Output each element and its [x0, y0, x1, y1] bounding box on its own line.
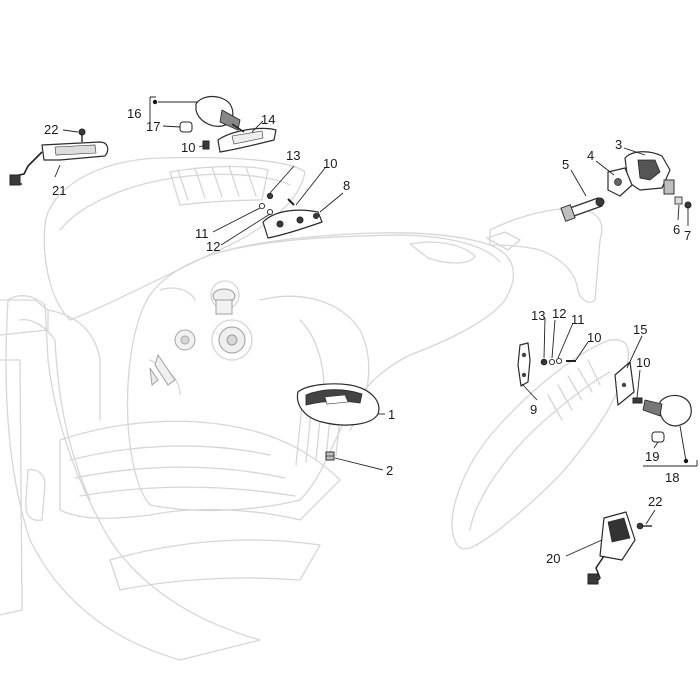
callout-20: 20: [546, 551, 560, 566]
callout-10-a: 10: [323, 156, 337, 171]
callout-11-a: 11: [195, 226, 209, 241]
callout-2: 2: [386, 463, 393, 478]
callout-15: 15: [633, 322, 647, 337]
callout-16: 16: [127, 106, 141, 121]
callout-labels: 1 2 3 4 5 6 7 8 9 10 10 10 10 11 11 12 1…: [44, 106, 691, 566]
callout-8: 8: [343, 178, 350, 193]
callout-10-c: 10: [636, 355, 650, 370]
part-18-turn-signal-lower: [642, 394, 692, 427]
callout-13-a: 13: [286, 148, 300, 163]
part-10-screw-right: [632, 397, 643, 404]
part-8-mounting-bracket: [262, 209, 323, 239]
part-fasteners-left: [258, 192, 295, 216]
part-1-rear-lamp: [296, 383, 380, 426]
right-side-panel: [451, 339, 630, 550]
leader-lines: [54, 96, 698, 557]
part-17-bulb-upper: [179, 121, 193, 133]
callout-12-a: 12: [206, 239, 220, 254]
callout-18: 18: [665, 470, 679, 485]
part-14-lens: [217, 127, 277, 153]
engine-components: [149, 288, 246, 386]
part-15-bracket: [614, 361, 635, 406]
callout-17: 17: [146, 119, 160, 134]
part-16-turn-signal-upper: [195, 95, 245, 133]
callout-6: 6: [673, 222, 680, 237]
part-20-plate-light: [587, 511, 636, 585]
part-5-bulb-holder: [560, 197, 605, 222]
callout-12-b: 12: [552, 306, 566, 321]
part-3-lamp-housing: [624, 151, 675, 195]
callout-13-b: 13: [531, 308, 545, 323]
callout-3: 3: [615, 137, 622, 152]
callout-7: 7: [684, 228, 691, 243]
callout-5: 5: [562, 157, 569, 172]
callout-4: 4: [587, 148, 594, 163]
part-19-bulb-lower: [651, 431, 665, 443]
callout-9: 9: [530, 402, 537, 417]
part-10-screw-upper: [202, 140, 210, 150]
callout-19: 19: [645, 449, 659, 464]
part-7-screw: [684, 201, 692, 209]
part-9-bracket: [517, 342, 531, 387]
callout-22-a: 22: [44, 122, 58, 137]
callout-11-b: 11: [571, 312, 585, 327]
callout-14: 14: [261, 112, 275, 127]
callout-21: 21: [52, 183, 66, 198]
callout-1: 1: [388, 407, 395, 422]
part-22-screw-upper: [78, 128, 86, 142]
part-22-screw-lower: [636, 522, 652, 530]
callout-10-b: 10: [587, 330, 601, 345]
part-2-screw: [325, 451, 335, 461]
part-21-plate-light: [9, 141, 109, 186]
callout-10-d: 10: [181, 140, 195, 155]
part-6-washer: [674, 196, 683, 205]
callout-22-b: 22: [648, 494, 662, 509]
part-fasteners-right: [540, 357, 576, 366]
